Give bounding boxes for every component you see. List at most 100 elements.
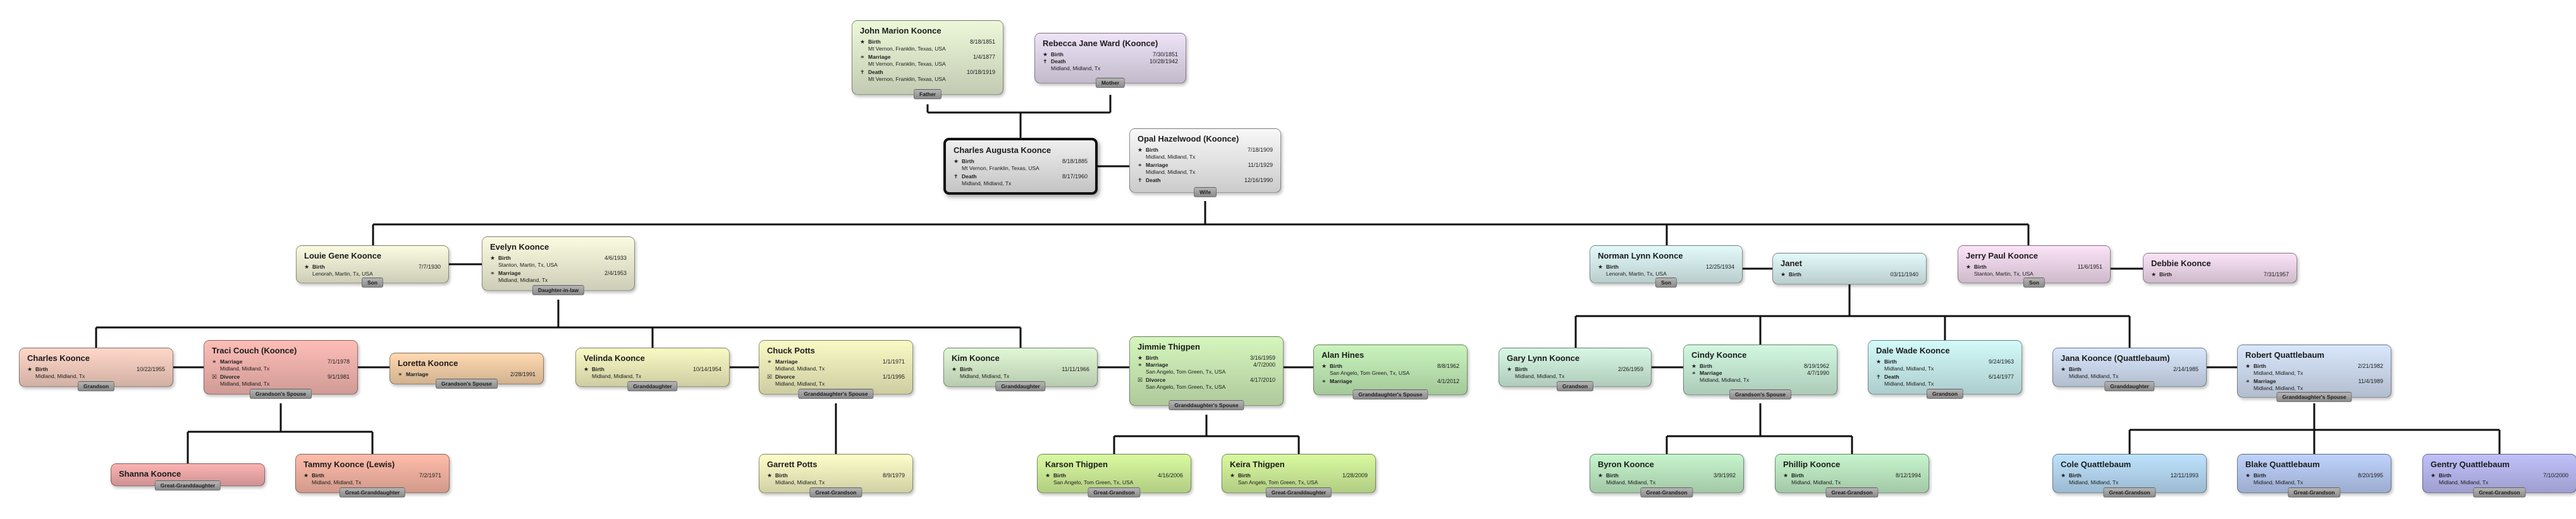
divorce-icon: ☒ <box>212 374 218 380</box>
marriage-icon: ⚭ <box>212 358 217 365</box>
person-name: Robert Quattlebaum <box>2245 350 2324 360</box>
fact-date: 2/28/1991 <box>510 371 536 377</box>
person-name: Charles Augusta Koonce <box>954 145 1052 155</box>
fact-date: 7/30/1851 <box>1152 51 1178 58</box>
fact-date: 4/17/2010 <box>1249 377 1275 383</box>
relationship-badge: Granddaughter <box>995 381 1046 391</box>
fact-label: Marriage <box>220 358 243 365</box>
fact-place: Midland, Midland, Tx <box>1515 373 1565 379</box>
fact-place: Midland, Midland, Tx <box>498 277 548 283</box>
relationship-badge: Granddaughter's Spouse <box>1352 389 1428 400</box>
fact-place: Midland, Midland, Tx <box>1146 154 1196 160</box>
person-name: Rebecca Jane Ward (Koonce) <box>1043 39 1158 48</box>
death-icon: ✝ <box>1138 177 1143 183</box>
relationship-badge: Wife <box>1194 187 1217 197</box>
birth-icon: ★ <box>1598 264 1604 270</box>
birth-icon: ★ <box>1230 472 1236 479</box>
fact-date: 1/1/1995 <box>882 374 905 380</box>
fact-date: 7/1/1978 <box>327 358 350 365</box>
fact-place: Midland, Midland, Tx <box>775 365 825 372</box>
person-name: Chuck Potts <box>767 346 815 355</box>
person-name: Jimmie Thigpen <box>1138 342 1200 351</box>
relationship-badge: Son <box>2023 278 2045 288</box>
birth-icon: ★ <box>304 264 310 270</box>
fact-place: Midland, Midland, Tx <box>1884 365 1934 372</box>
relationship-badge: Son <box>361 278 384 288</box>
fact-label: Birth <box>2254 472 2266 479</box>
marriage-icon: ⚭ <box>1138 162 1143 168</box>
fact-place: San Angelo, Tom Green, Tx, USA <box>1238 479 1318 485</box>
fact-label: Marriage <box>1146 162 1168 168</box>
fact-place: San Angelo, Tom Green, Tx, USA <box>1053 479 1134 485</box>
person-name: Tammy Koonce (Lewis) <box>304 460 395 469</box>
birth-icon: ★ <box>2151 271 2157 278</box>
fact-date: 10/28/1942 <box>1149 58 1178 64</box>
fact-label: Death <box>868 69 883 75</box>
birth-icon: ★ <box>2061 472 2066 479</box>
fact-date: 7/7/1930 <box>418 264 441 270</box>
birth-icon: ★ <box>1598 472 1604 479</box>
person-name: Norman Lynn Koonce <box>1598 251 1683 260</box>
fact-place: Midland, Midland, Tx <box>1146 169 1196 175</box>
person-name: Debbie Koonce <box>2151 259 2211 268</box>
fact-date: 8/12/1994 <box>1895 472 1921 479</box>
person-name: Cindy Koonce <box>1691 350 1747 360</box>
relationship-badge: Grandson <box>1926 389 1964 399</box>
fact-place: Midland, Midland, Tx <box>775 381 825 387</box>
fact-date: 8/18/1885 <box>1062 158 1088 164</box>
relationship-badge: Mother <box>1095 78 1125 88</box>
fact-place: Midland, Midland, Tx <box>2069 373 2119 379</box>
relationship-badge: Son <box>1655 278 1677 288</box>
birth-icon: ★ <box>1322 363 1327 369</box>
fact-label: Birth <box>312 472 324 479</box>
relationship-badge: Great-Granddaughter <box>1265 487 1332 498</box>
fact-date: 11/6/1951 <box>2077 264 2102 270</box>
fact-label: Birth <box>2069 472 2082 479</box>
fact-place: Midland, Midland, Tx <box>35 373 85 379</box>
